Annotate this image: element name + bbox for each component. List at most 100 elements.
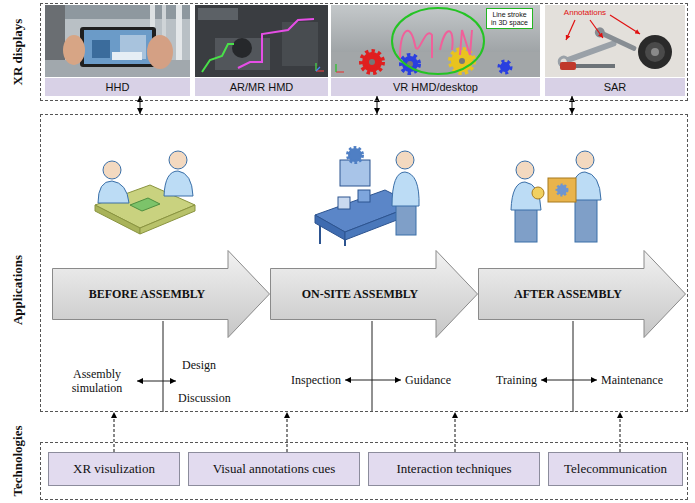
annotation-box: Line stroke in 3D space — [486, 8, 533, 29]
assembly-line-icon — [345, 205, 415, 240]
hhd-photo — [45, 5, 190, 19]
ar-mr-photo — [202, 44, 234, 72]
sar-photo — [610, 15, 640, 34]
relation-arrows — [345, 380, 401, 381]
display-name: SAR — [604, 81, 627, 93]
vr-photo — [400, 30, 472, 58]
assembly-line-icon — [396, 151, 414, 169]
technology-name: Telecommunication — [564, 461, 667, 477]
vr-photo — [362, 52, 382, 72]
technology-box: Visual annotations cues — [188, 452, 360, 486]
display-label: SAR — [545, 78, 685, 96]
assembly-line-icon — [392, 172, 419, 206]
sar-photo — [563, 40, 618, 65]
region-frame: BEFORE ASSEMBLY ON-SITE ASSEMBLY AFTER ASS… — [40, 114, 688, 412]
assembly-line-icon — [315, 215, 345, 240]
sar-photo — [575, 64, 615, 68]
application-term: Assembly simulation — [61, 367, 133, 396]
sar-photo — [590, 20, 603, 38]
meeting-icon — [130, 198, 160, 211]
photo-annotation: Annotations — [564, 8, 606, 17]
hhd-photo — [63, 35, 85, 65]
region-heading: Applications — [10, 255, 26, 325]
ar-mr-photo — [195, 5, 328, 77]
connector-arrow — [620, 412, 621, 452]
sar-photo — [566, 20, 575, 40]
connector-arrow — [140, 96, 141, 114]
display-name: HHD — [106, 81, 130, 93]
ar-mr-photo — [282, 22, 318, 66]
sar-photo — [593, 26, 638, 54]
stage-lines — [372, 321, 373, 412]
region-frame: HHD AR/MR HMD VR HMD/desktop Line stroke in… — [40, 3, 688, 101]
sar-photo — [638, 35, 672, 69]
sar-photo — [560, 62, 576, 70]
ar-mr-photo — [316, 67, 320, 71]
vr-photo — [331, 5, 540, 77]
hhd-photo — [45, 5, 190, 77]
annotation-text: Line stroke in 3D space — [489, 11, 530, 26]
vr-photo — [331, 5, 540, 77]
display-label: AR/MR HMD — [195, 78, 328, 96]
application-term: Discussion — [178, 391, 231, 405]
ar-mr-photo — [198, 8, 238, 20]
stage-lines — [163, 321, 573, 412]
handover-icon — [515, 208, 537, 242]
assembly-line-icon — [338, 197, 350, 209]
stage-arrow: AFTER ASSEMBLY — [478, 250, 686, 338]
vr-photo — [335, 64, 336, 72]
handover-icon — [557, 185, 567, 195]
connector-arrow — [287, 412, 288, 452]
vr-photo — [369, 59, 375, 65]
assembly-line-icon — [396, 205, 416, 235]
hhd-photo — [84, 30, 152, 64]
application-term: Inspection — [291, 373, 341, 387]
ar-mr-photo — [195, 5, 328, 77]
meeting-icon — [95, 205, 140, 234]
hhd-photo — [80, 27, 156, 67]
sar-photo — [556, 37, 618, 69]
stage-name: AFTER ASSEMBLY — [514, 287, 622, 302]
meeting-icon — [98, 181, 129, 203]
vr-photo — [500, 62, 510, 72]
meeting-icon — [164, 171, 193, 196]
connector-arrow — [114, 412, 115, 452]
display-name: AR/MR HMD — [230, 81, 294, 93]
stage-name: ON-SITE ASSEMBLY — [302, 287, 419, 302]
ar-mr-photo — [232, 38, 252, 58]
application-term: Guidance — [405, 373, 451, 387]
stage-lines — [163, 321, 164, 412]
region-heading: XR displays — [10, 19, 26, 86]
hhd-photo — [112, 52, 142, 60]
hhd-photo — [92, 40, 110, 58]
hhd-photo — [45, 5, 190, 77]
application-term: Training — [496, 373, 537, 387]
assembly-line-icon — [358, 190, 370, 202]
stage-arrow: BEFORE ASSEMBLY — [52, 250, 270, 338]
meeting-icon — [103, 161, 121, 179]
display-label: HHD — [45, 78, 190, 96]
sar-photo — [545, 5, 685, 77]
handover-icon — [548, 178, 576, 202]
ar-mr-photo — [238, 19, 314, 68]
region-heading: Technologies — [10, 425, 26, 496]
stage-lines — [573, 321, 574, 412]
handover-icon — [511, 151, 601, 242]
technology-box: XR visulization — [48, 452, 180, 486]
sar-photo — [545, 5, 685, 77]
meeting-icon — [169, 151, 187, 169]
stage-arrow-outline — [53, 251, 270, 338]
vr-photo — [459, 58, 465, 64]
connector-arrow — [377, 96, 378, 114]
assembly-line-icon — [315, 148, 419, 246]
hhd-photo — [147, 35, 173, 69]
sar-photo — [645, 42, 665, 62]
region-frame: XR visulizationVisual annotations cuesIn… — [40, 442, 688, 500]
meeting-icon — [95, 151, 195, 234]
handover-icon — [576, 151, 594, 169]
relation-arrows — [541, 380, 597, 381]
display-label: VR HMD/desktop — [331, 78, 540, 96]
technology-box: Interaction techniques — [368, 452, 540, 486]
